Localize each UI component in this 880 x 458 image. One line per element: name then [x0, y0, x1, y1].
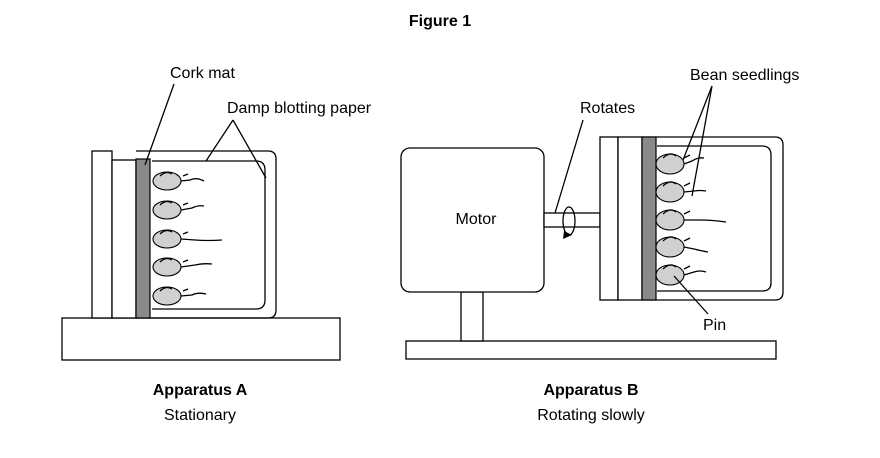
apparatus-b-state: Rotating slowly [537, 407, 645, 424]
apparatus-b-damp-paper [657, 145, 772, 292]
seedling [655, 181, 707, 203]
motor-shaft [543, 212, 601, 228]
motor-label: Motor [456, 211, 498, 228]
label-rotates: Rotates [580, 100, 635, 117]
label-damp-blotting-paper: Damp blotting paper [227, 100, 372, 117]
label-pin: Pin [703, 317, 726, 334]
apparatus-a-state: Stationary [164, 407, 236, 424]
leader-pin [673, 275, 709, 315]
rotation-arrowhead [563, 231, 572, 239]
apparatus-b-post [599, 136, 619, 301]
leader-damp-paper-1 [205, 119, 234, 162]
apparatus-b-name: Apparatus B [543, 382, 638, 399]
seedling [152, 229, 223, 249]
apparatus-a-cork-mat [135, 158, 151, 319]
seedling [655, 236, 709, 258]
apparatus-b-seedlings [655, 153, 727, 286]
leader-damp-paper-2 [232, 119, 267, 179]
apparatus-a [61, 150, 341, 361]
seedling [152, 200, 205, 220]
leader-rotates [554, 119, 584, 214]
apparatus-b: Motor [400, 136, 784, 360]
apparatus-b-cork-mat [641, 136, 657, 301]
leader-cork-mat [144, 83, 175, 166]
figure-title: Figure 1 [409, 13, 471, 30]
apparatus-a-base [61, 317, 341, 361]
label-bean-seedlings: Bean seedlings [690, 67, 799, 84]
seedling [152, 171, 205, 191]
seedling [655, 209, 727, 231]
motor-stand [460, 291, 484, 342]
apparatus-b-tray [642, 136, 784, 301]
leader-seedlings-1 [682, 85, 713, 161]
apparatus-a-tray [136, 150, 277, 319]
label-cork-mat: Cork mat [170, 65, 235, 82]
apparatus-a-plate [111, 159, 137, 319]
apparatus-a-damp-paper [152, 160, 266, 310]
apparatus-b-base [405, 340, 777, 360]
apparatus-b-plate [617, 136, 643, 301]
apparatus-a-name: Apparatus A [153, 382, 248, 399]
seedling [152, 286, 207, 306]
seedling [152, 257, 213, 277]
leader-seedlings-2 [691, 85, 713, 197]
apparatus-a-seedlings [152, 171, 223, 306]
apparatus-a-post [91, 150, 113, 319]
seedling [655, 264, 707, 286]
seedling [655, 153, 705, 175]
